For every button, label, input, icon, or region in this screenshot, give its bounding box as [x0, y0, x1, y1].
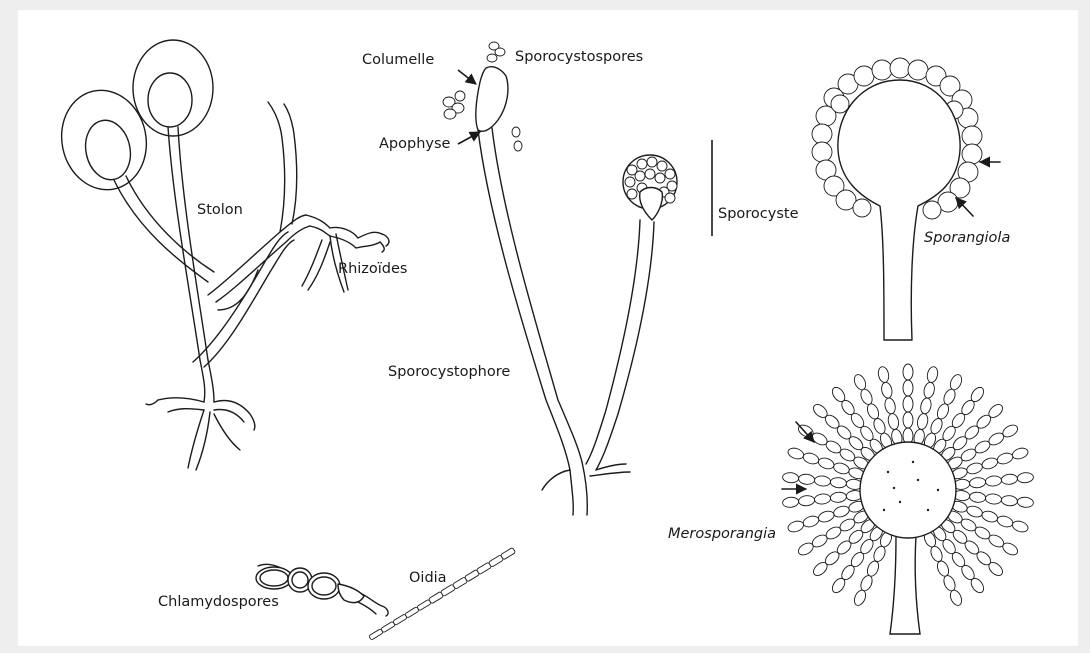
- label-arrows: [18, 10, 1078, 646]
- botanical-figure-panel: Stolon Rhizoïdes Columelle Sporocystospo…: [18, 10, 1078, 646]
- columelle-arrow: [458, 70, 476, 84]
- apophyse-arrow: [458, 132, 480, 144]
